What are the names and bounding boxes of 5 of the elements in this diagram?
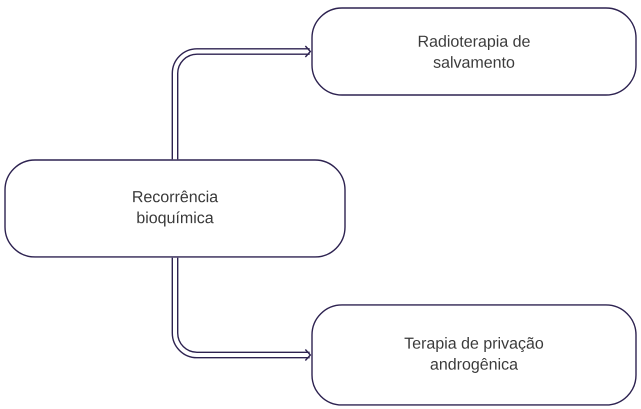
rounded-box: Radioterapia de salvamento: [311, 7, 637, 96]
rounded-box: Recorrência bioquímica: [4, 159, 346, 258]
arrow: [172, 258, 312, 361]
arrow: [172, 46, 312, 160]
rounded-box: Terapia de privação androgênica: [311, 304, 637, 406]
